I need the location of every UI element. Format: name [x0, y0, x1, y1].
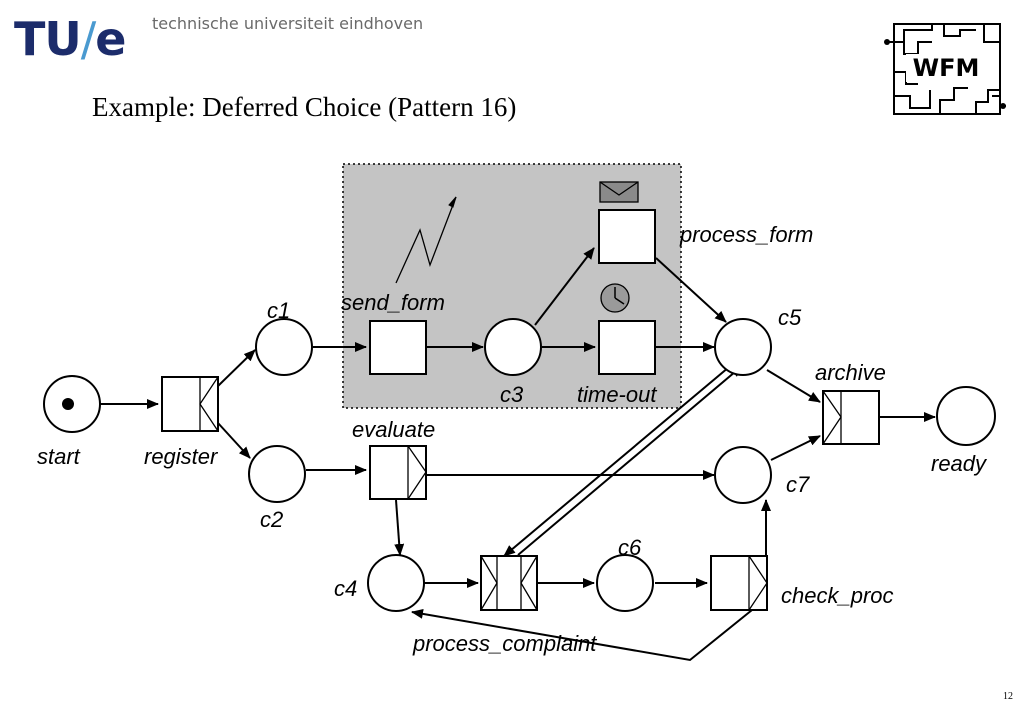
label-time-out: time-out	[577, 382, 657, 407]
transitions	[161, 209, 880, 611]
wfm-text: WFM	[913, 54, 980, 82]
transition-evaluate	[369, 445, 427, 500]
arc-register-c2	[217, 422, 251, 459]
wfm-frame	[893, 23, 1001, 115]
arc-c5-process-complaint	[503, 361, 736, 557]
logo-tu-text: TU	[14, 12, 82, 66]
wfm-maze	[886, 24, 1006, 114]
places	[43, 318, 996, 612]
label-archive: archive	[815, 360, 886, 385]
label-c3: c3	[500, 382, 524, 407]
label-evaluate: evaluate	[352, 417, 435, 442]
place-c6	[596, 554, 654, 612]
label-ready: ready	[931, 451, 988, 476]
transition-register	[161, 376, 219, 432]
logo-slash: /	[80, 12, 96, 66]
place-c7	[714, 446, 772, 504]
label-process-complaint: process_complaint	[412, 631, 597, 656]
lightning-icon	[395, 196, 457, 284]
label-c5: c5	[778, 305, 802, 330]
transition-send-form	[369, 320, 427, 375]
token	[62, 398, 74, 410]
transition-process-complaint	[480, 555, 538, 611]
wfm-dot-left	[884, 39, 890, 45]
transition-process-form	[598, 209, 656, 264]
label-register: register	[144, 444, 219, 469]
label-c1: c1	[267, 298, 290, 323]
university-name: technische universiteit eindhoven	[152, 14, 424, 33]
slide-title: Example: Deferred Choice (Pattern 16)	[92, 92, 517, 122]
label-process-form: process_form	[679, 222, 813, 247]
wfm-text-bg	[906, 54, 986, 82]
label-c2: c2	[260, 507, 283, 532]
transition-check-proc	[710, 555, 768, 611]
arc-process-form-c5	[655, 257, 727, 323]
place-c1	[255, 318, 313, 376]
place-c5	[714, 318, 772, 376]
arcs	[100, 247, 936, 662]
transition-time-out	[598, 320, 656, 375]
label-c6: c6	[618, 535, 642, 560]
envelope-icon	[599, 181, 639, 203]
place-c4	[367, 554, 425, 612]
page-number: 12	[1003, 691, 1013, 702]
place-ready	[936, 386, 996, 446]
tue-logo: TU/e	[14, 12, 126, 66]
label-check-proc: check_proc	[781, 583, 894, 608]
transition-archive	[822, 390, 880, 445]
arc-c7-archive	[770, 435, 821, 461]
arc-check-proc-c4	[411, 608, 753, 662]
split-join-markers	[199, 376, 842, 611]
wfm-dot-right	[1000, 103, 1006, 109]
clock-icon	[600, 283, 630, 313]
logo-e-text: e	[95, 12, 126, 66]
arc-c5-archive	[766, 369, 821, 403]
arc-evaluate-c4	[394, 499, 405, 556]
arc-process-complaint-c5	[517, 365, 743, 556]
wfm-logo: WFM	[884, 23, 1006, 115]
label-send-form: send_form	[341, 290, 445, 315]
arc-register-c1	[217, 349, 256, 387]
label-c4: c4	[334, 576, 357, 601]
label-c7: c7	[786, 472, 810, 497]
place-c2	[248, 445, 306, 503]
label-start: start	[37, 444, 81, 469]
arc-c3-process-form	[534, 247, 595, 326]
place-c3	[484, 318, 542, 376]
